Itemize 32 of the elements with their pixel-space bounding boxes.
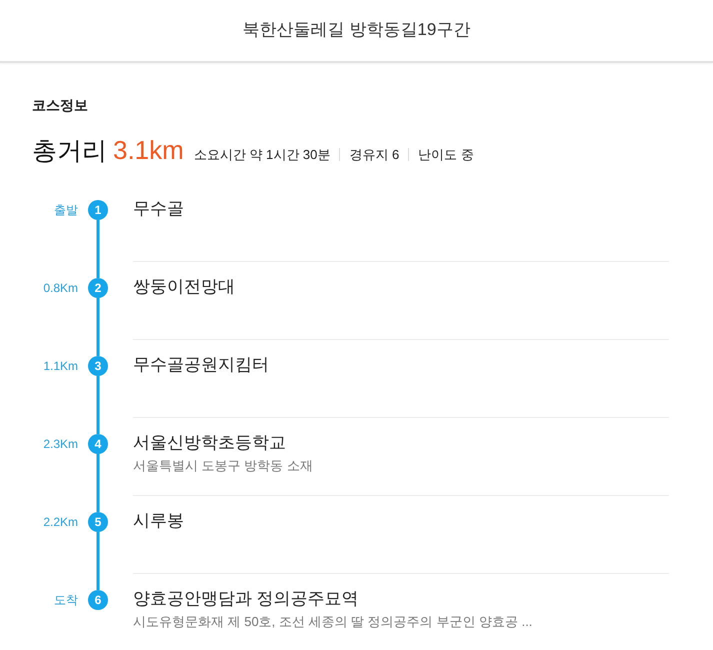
timeline-line: [96, 454, 100, 512]
place-name: 무수골공원지킴터: [133, 354, 269, 376]
section-heading: 코스정보: [32, 97, 88, 115]
numbered-circle: 5: [88, 512, 108, 532]
numbered-circle: 1: [88, 200, 108, 220]
place-name: 무수골: [133, 198, 184, 220]
distance-label: 2.3Km: [42, 437, 78, 451]
timeline-line: [96, 376, 100, 434]
timeline-line: [96, 532, 100, 590]
duration-text: 소요시간 약 1시간 30분: [194, 146, 330, 164]
total-distance-label: 총거리: [32, 136, 107, 167]
timeline-line: [96, 298, 100, 356]
place-name: 시루봉: [133, 510, 184, 532]
distance-label: 1.1Km: [42, 359, 78, 373]
difficulty-text: 난이도 중: [408, 148, 474, 161]
page-title: 북한산둘레길 방학동길19구간: [242, 19, 472, 41]
place-name: 서울신방학초등학교: [133, 432, 286, 454]
timeline-line: [96, 220, 100, 278]
place-name: 쌍둥이전망대: [133, 276, 235, 298]
waypoint-count: 경유지 6: [339, 148, 400, 161]
numbered-circle: 2: [88, 278, 108, 298]
distance-label: 2.2Km: [42, 515, 78, 529]
distance-label: 도착: [53, 593, 78, 607]
distance-label: 0.8Km: [42, 281, 78, 295]
distance-label: 출발: [53, 203, 78, 217]
place-description: 시도유형문화재 제 50호, 조선 세종의 딸 정의공주의 부군인 양효공 ...: [133, 614, 532, 630]
numbered-circle: 4: [88, 434, 108, 454]
numbered-circle: 3: [88, 356, 108, 376]
place-name: 양효공안맹담과 정의공주묘역: [133, 588, 359, 610]
numbered-circle: 6: [88, 590, 108, 610]
total-distance-value: 3.1km: [113, 135, 184, 166]
place-description: 서울특별시 도봉구 방학동 소재: [133, 458, 313, 474]
